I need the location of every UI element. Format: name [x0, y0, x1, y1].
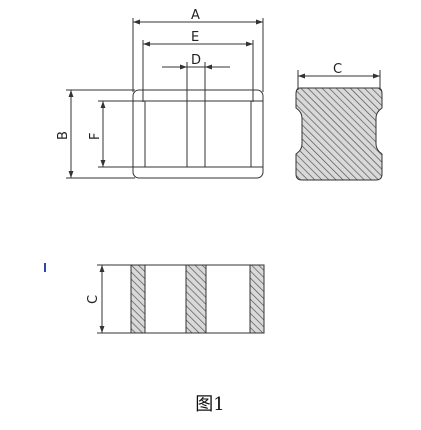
figure-caption: 图1 [195, 394, 224, 415]
front-body-outline [132, 89, 264, 179]
dim-label-c-top: C [333, 62, 342, 77]
end-view-body [295, 87, 383, 181]
dim-label-a: A [191, 8, 200, 23]
bottom-terminal-right [249, 264, 265, 334]
bottom-view [97, 264, 265, 334]
dim-label-d: D [191, 53, 201, 68]
dim-label-e: E [191, 30, 199, 45]
front-terminal-left [132, 100, 146, 168]
bottom-terminal-middle [185, 264, 207, 334]
dim-label-c-side: C [86, 295, 101, 304]
dim-label-b: B [56, 131, 71, 140]
edge-marker [44, 263, 46, 272]
bottom-terminal-left [130, 264, 146, 334]
front-core-middle [186, 100, 206, 168]
end-view [295, 70, 383, 181]
front-view [66, 18, 264, 179]
dim-label-f: F [88, 133, 103, 140]
front-terminal-right [250, 100, 264, 168]
